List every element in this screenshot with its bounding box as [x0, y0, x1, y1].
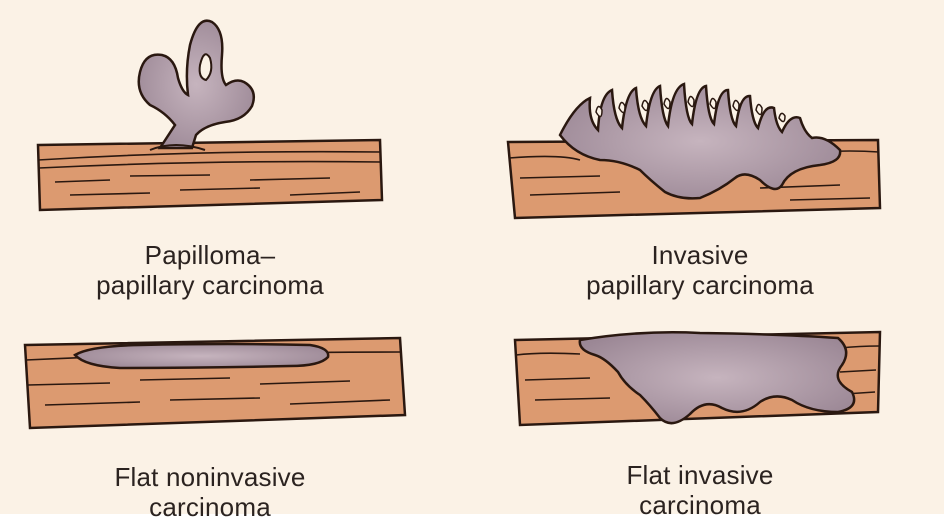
- papillary-tumor-cavity: [200, 54, 212, 80]
- flat-tumor-layer: [75, 344, 328, 368]
- caption-line: papillary carcinoma: [540, 270, 860, 300]
- caption-flat-invasive: Flat invasive carcinoma: [540, 460, 860, 520]
- caption-invasive-papillary: Invasive papillary carcinoma: [540, 240, 860, 300]
- caption-line: carcinoma: [50, 492, 370, 522]
- caption-line: Invasive: [540, 240, 860, 270]
- caption-flat-noninvasive: Flat noninvasive carcinoma: [50, 462, 370, 522]
- caption-papilloma: Papilloma– papillary carcinoma: [50, 240, 370, 300]
- caption-line: Papilloma–: [50, 240, 370, 270]
- caption-line: Flat invasive: [540, 460, 860, 490]
- caption-line: Flat noninvasive: [50, 462, 370, 492]
- caption-line: carcinoma: [540, 490, 860, 520]
- caption-line: papillary carcinoma: [50, 270, 370, 300]
- panel-flat-noninvasive: [25, 338, 405, 428]
- panel-flat-invasive: [515, 332, 880, 425]
